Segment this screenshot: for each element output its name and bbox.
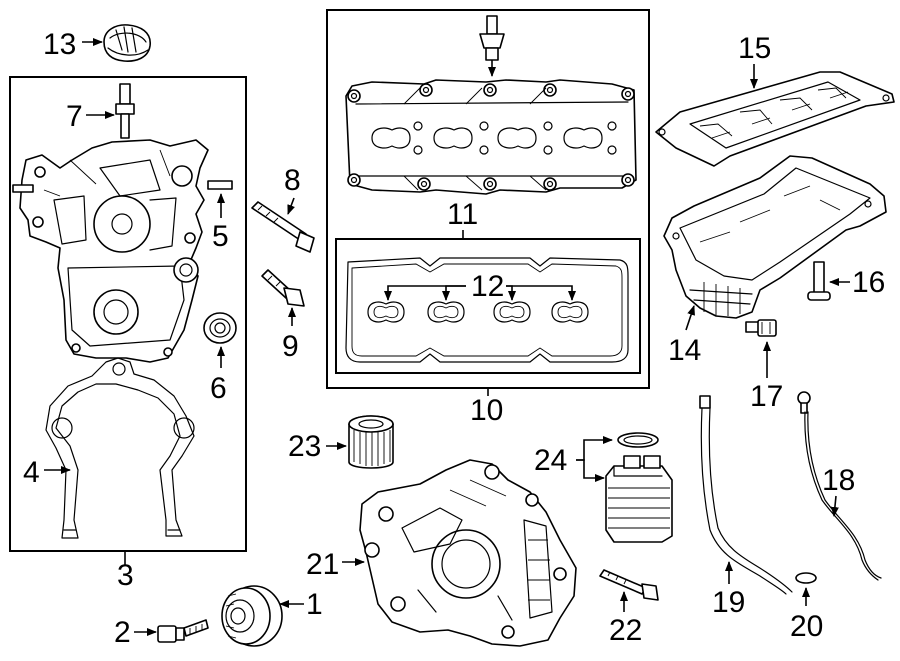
callout-2: 2 (114, 616, 131, 649)
callout-14: 14 (668, 334, 701, 367)
oil-filler-cap-part-13 (103, 24, 151, 62)
drain-plug-part-16 (807, 261, 831, 301)
stud-part-7 (115, 83, 135, 139)
dowel-pin (12, 184, 34, 193)
callout-4: 4 (23, 456, 40, 489)
callout-20: 20 (790, 610, 823, 643)
callout-6: 6 (210, 372, 227, 405)
pcv-valve (479, 15, 505, 61)
callout-8: 8 (284, 164, 301, 197)
spark-tube-seals-part-12 (367, 301, 589, 323)
leader-12b (442, 285, 466, 301)
seal-part-6 (203, 312, 237, 344)
callout-1: 1 (306, 588, 323, 621)
oil-pump-part-21 (359, 459, 577, 647)
valve-cover (345, 79, 637, 195)
callout-9: 9 (282, 330, 299, 363)
gasket-part-4 (45, 357, 195, 539)
timing-cover (19, 139, 209, 363)
callout-19: 19 (712, 586, 745, 619)
timing-cover-group-box (9, 76, 247, 552)
leader-24b (576, 459, 605, 482)
leader-18 (830, 495, 839, 517)
oil-cooler-part-24 (605, 432, 673, 543)
dipstick-part-18 (797, 391, 882, 581)
leader-12c (506, 285, 516, 301)
damper-bolt-part-2 (157, 619, 209, 643)
callout-18: 18 (822, 464, 855, 497)
callout-24: 24 (534, 444, 567, 477)
callout-21: 21 (306, 548, 339, 581)
damper-pulley-part-1 (221, 585, 283, 647)
callout-10: 10 (470, 394, 503, 427)
callout-3: 3 (117, 559, 134, 592)
bolt-part-8 (251, 201, 315, 253)
callout-16: 16 (852, 266, 885, 299)
oil-filter-part-23 (348, 415, 394, 469)
leader-12d (506, 285, 576, 301)
callout-7: 7 (66, 100, 83, 133)
windage-tray-part-15 (655, 71, 895, 167)
o-ring-part-20 (795, 572, 817, 584)
valve-cover-gasket (345, 257, 629, 363)
callout-12: 12 (471, 270, 504, 303)
callout-15: 15 (738, 32, 771, 65)
callout-5: 5 (212, 220, 229, 253)
valve-cover-group-box (326, 9, 650, 389)
plug-part-5 (207, 180, 233, 190)
callout-22: 22 (609, 614, 642, 647)
leader-12a (384, 285, 466, 301)
bolt-part-22 (599, 569, 659, 601)
callout-11: 11 (447, 198, 478, 231)
gasket-set-box (335, 238, 641, 374)
oil-pan-part-14 (663, 155, 887, 319)
callout-23: 23 (288, 430, 321, 463)
dipstick-tube-part-19 (699, 395, 793, 595)
leader-24a (576, 436, 613, 461)
bolt-part-17 (745, 319, 777, 337)
callout-13: 13 (43, 28, 76, 61)
bolt-part-9 (261, 269, 305, 307)
leader-8 (287, 197, 295, 215)
leader-14 (685, 305, 695, 331)
callout-17: 17 (750, 380, 783, 413)
